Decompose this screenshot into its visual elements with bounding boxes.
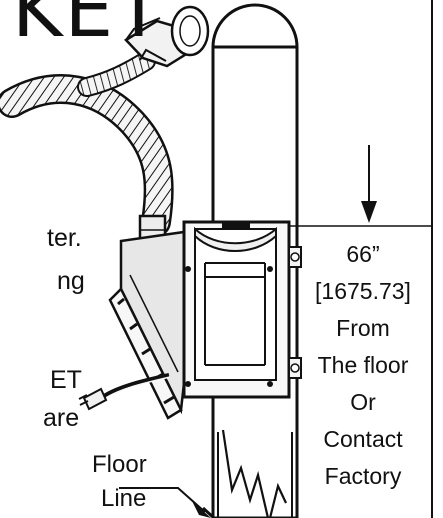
title-fragment: KET <box>12 0 165 55</box>
height-dimension-metric: [1675.73] <box>315 278 411 304</box>
floor-label-line-2: Line <box>101 485 147 512</box>
floor-break-lines <box>221 429 287 518</box>
power-cord <box>78 373 171 411</box>
vacuum-hose <box>0 51 174 237</box>
height-note-line-5: Or <box>350 389 376 415</box>
floor-label-line-1: Floor <box>92 451 147 478</box>
right-border-cutout <box>432 0 443 518</box>
hose-nozzle <box>124 5 210 68</box>
height-dimension <box>289 145 443 227</box>
height-dimension-value: 66” <box>346 241 380 267</box>
height-note-line-7: Factory <box>324 463 402 489</box>
left-fragment-are: are <box>43 404 80 432</box>
left-fragment-ter: ter. <box>47 224 82 252</box>
left-fragment-ng: ng <box>57 267 85 295</box>
height-note-line-6: Contact <box>323 426 403 452</box>
height-note-line-3: From <box>336 315 390 341</box>
left-fragment-et: ET <box>50 366 82 394</box>
height-note: 66” [1675.73] From The floor Or Contact … <box>292 240 434 505</box>
height-note-line-4: The floor <box>317 352 409 378</box>
floor-pointer <box>119 487 216 518</box>
mounting-cabinet <box>182 220 302 399</box>
